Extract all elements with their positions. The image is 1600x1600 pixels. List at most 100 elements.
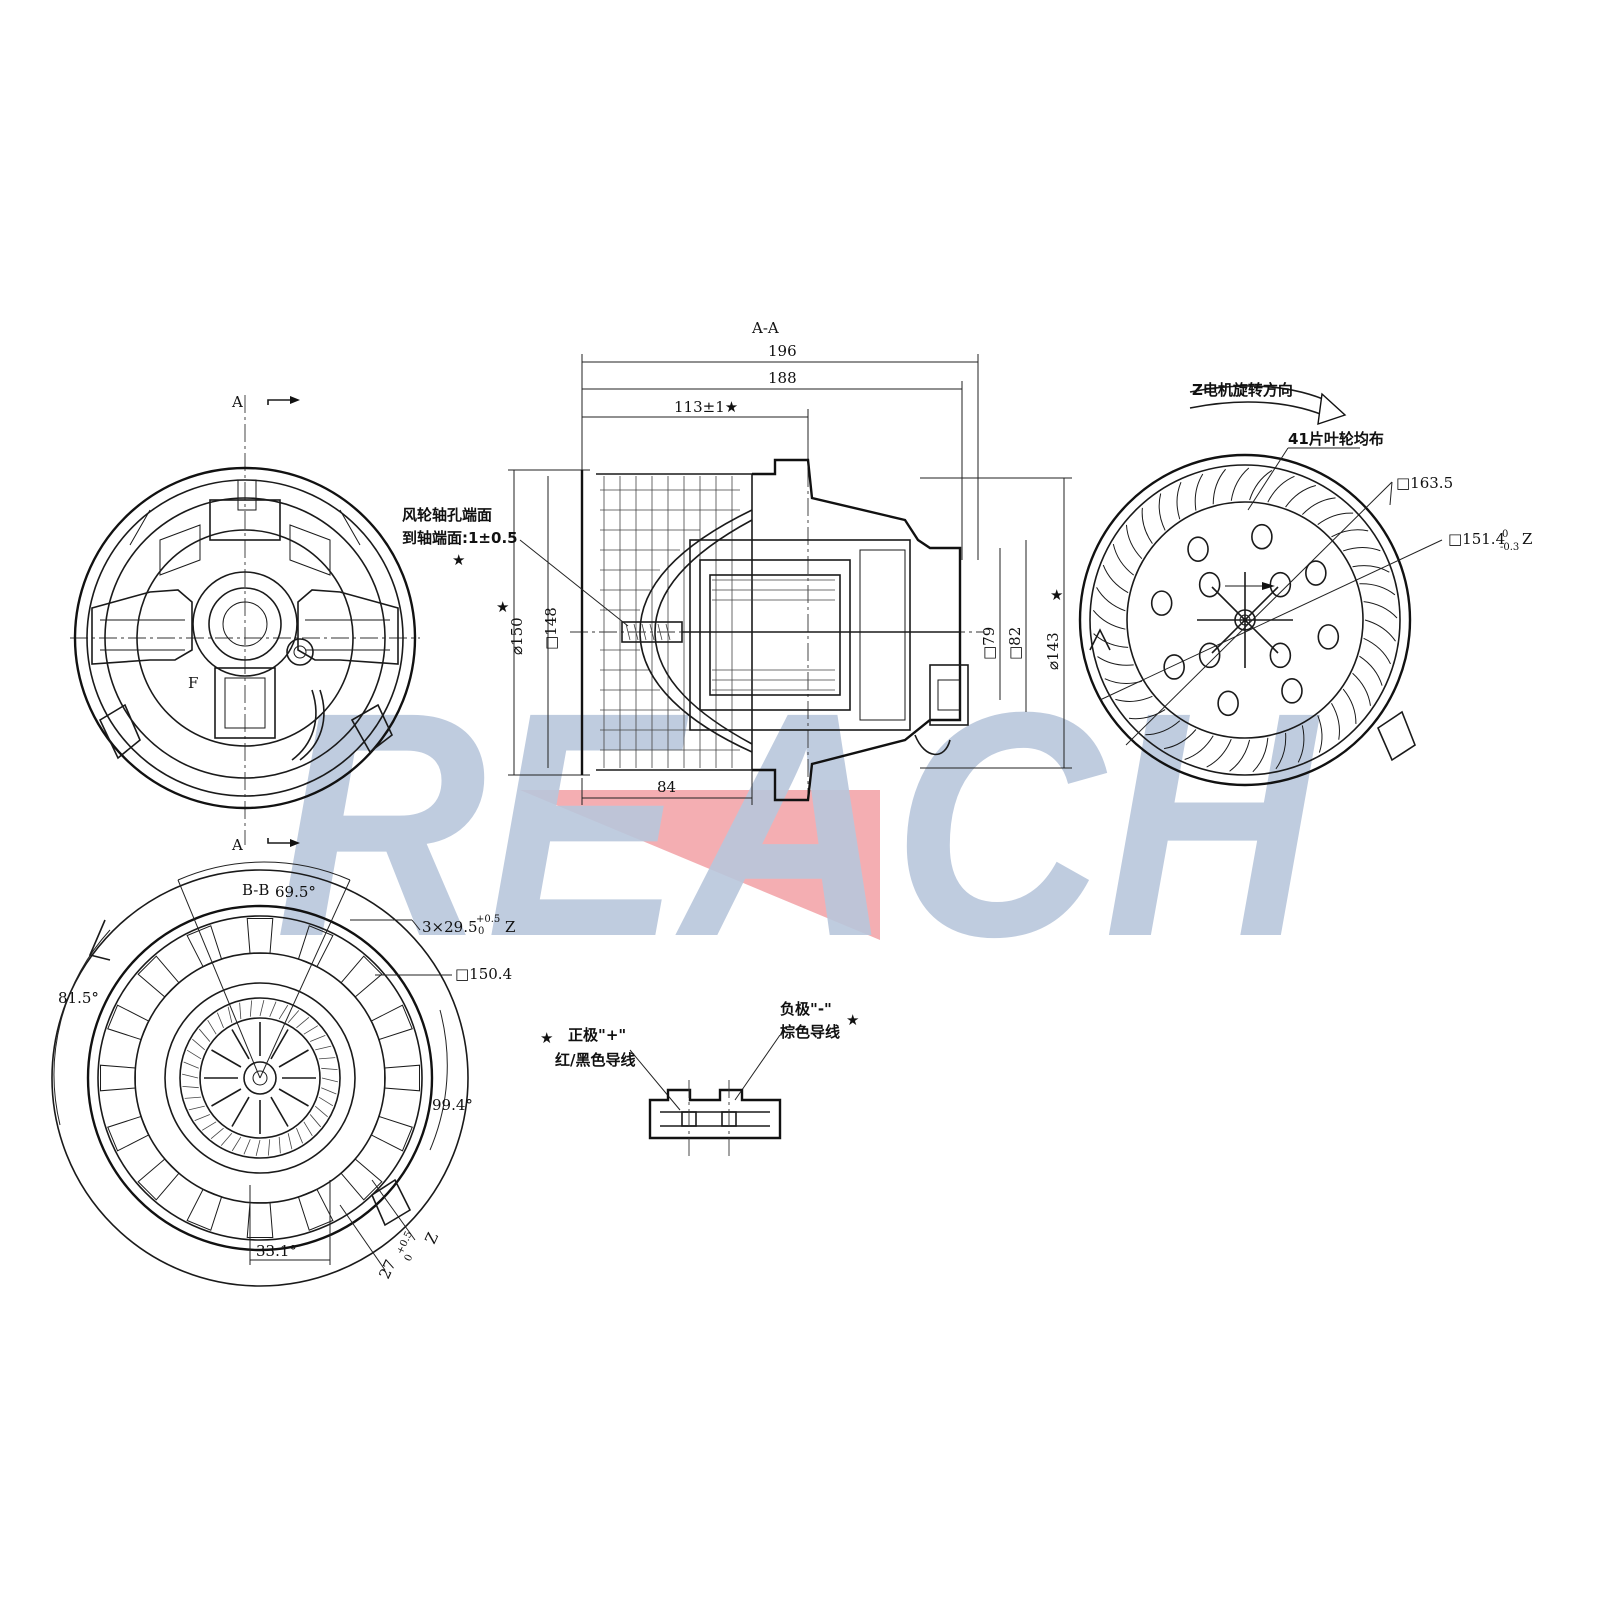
rivet-hole: [1251, 523, 1273, 550]
rivet-hole: [1198, 571, 1221, 598]
impeller-blade: [1128, 709, 1166, 720]
rivet-hole: [1317, 624, 1340, 650]
bb-rib: [297, 1188, 334, 1231]
winding-hatch: [210, 1127, 224, 1140]
core-slot: [231, 1029, 250, 1060]
winding-hatch: [192, 1038, 206, 1051]
label-f: F: [188, 674, 198, 692]
slot-1-tol-upper: +0.5: [476, 914, 500, 925]
dim-dia143: ⌀143: [1044, 632, 1062, 670]
dim-sq79: □79: [980, 627, 998, 660]
connector-detail: ★ 正极"+" 红/黑色导线 负极"-" 棕色导线 ★: [540, 1000, 859, 1160]
winding-hatch: [220, 1132, 233, 1146]
winding-hatch: [243, 1139, 251, 1155]
sq-151-tol-upper: 0: [1502, 529, 1508, 540]
pos-line2: 红/黑色导线: [555, 1051, 635, 1069]
bb-rib: [370, 1115, 413, 1152]
dim-196: 196: [768, 342, 797, 360]
bb-rib: [340, 1158, 383, 1201]
rivet-hole: [1150, 590, 1173, 616]
core-slot: [211, 1049, 242, 1068]
impeller-blade: [1275, 732, 1287, 770]
section-bb-title: B-B: [242, 881, 269, 899]
impeller-blade: [1363, 601, 1398, 619]
angle-33: 33.1°: [256, 1242, 297, 1260]
winding-hatch: [267, 1139, 271, 1156]
winding-hatch: [303, 1025, 319, 1035]
winding-hatch: [318, 1057, 336, 1060]
impeller-blade: [1176, 481, 1182, 520]
star-neg: ★: [846, 1011, 859, 1029]
winding-hatch: [321, 1087, 337, 1095]
bb-rib: [246, 918, 274, 954]
core-slot: [270, 1096, 289, 1127]
impeller-blade: [1115, 695, 1153, 702]
winding-hatch: [182, 1085, 199, 1089]
impeller-blade: [1229, 739, 1251, 772]
impeller-blade: [1158, 493, 1166, 531]
winding-hatch: [259, 1000, 265, 1017]
winding-hatch: [278, 1004, 289, 1020]
winding-hatch: [296, 1128, 304, 1144]
winding-hatch: [287, 1010, 300, 1024]
impeller-blade: [1230, 467, 1250, 501]
dim-113: 113±1★: [674, 398, 738, 416]
winding-hatch: [309, 1114, 322, 1128]
star-pos: ★: [540, 1029, 553, 1047]
winding-hatch: [201, 1121, 217, 1131]
winding-hatch: [278, 1136, 281, 1154]
winding-hatch: [310, 1034, 326, 1042]
winding-hatch: [239, 1002, 242, 1020]
angle-99: 99.4°: [432, 1096, 473, 1114]
winding-hatch: [315, 1045, 332, 1051]
winding-hatch: [188, 1105, 205, 1111]
impeller-blade: [1249, 469, 1273, 501]
impeller-blade: [1352, 672, 1371, 706]
winding-hatch: [184, 1096, 202, 1099]
bb-rib: [137, 955, 180, 998]
impeller-blade: [1267, 475, 1295, 503]
impeller-blade: [1317, 715, 1323, 753]
bb-rib: [384, 1064, 420, 1092]
connector-outline: [648, 1088, 782, 1140]
rotation-note: Z电机旋转方向: [1192, 381, 1293, 399]
slot-2-z: Z: [421, 1230, 442, 1247]
impeller-blade: [1285, 485, 1316, 508]
winding-hatch: [296, 1016, 310, 1029]
winding-hatch: [227, 1006, 233, 1023]
rivet-hole: [1217, 690, 1239, 717]
winding-hatch: [194, 1114, 210, 1122]
shaft-note-line1: 风轮轴孔端面: [402, 506, 492, 524]
impeller-blade: [1102, 564, 1129, 594]
impeller-blade: [1359, 583, 1396, 596]
impeller-blade-ring: [1092, 467, 1398, 773]
slot-2-tol-lower: 0: [403, 1253, 416, 1263]
watermark: REACH: [275, 645, 1323, 1003]
winding-hatch: [269, 1001, 277, 1017]
rivet-hole: [1269, 642, 1292, 669]
winding-hatch: [303, 1121, 313, 1137]
bb-rib: [297, 925, 334, 968]
winding-hatch: [321, 1067, 338, 1071]
impeller-blade: [1352, 565, 1390, 573]
neg-line2: 棕色导线: [780, 1023, 840, 1041]
section-aa-title: A-A: [751, 319, 779, 337]
section-aa-view: A-A 196 188 113±1★ 84 ⌀150 □148 ★ □79 □8…: [402, 319, 1072, 805]
impeller-blade: [1145, 720, 1181, 736]
impeller-blade: [1141, 507, 1153, 544]
impeller-blade: [1363, 637, 1391, 665]
core-slot: [278, 1049, 309, 1068]
impeller-blade: [1112, 543, 1135, 576]
impeller-blade: [1093, 633, 1129, 648]
rivet-hole: [1305, 560, 1327, 586]
section-mark-top: A: [231, 393, 243, 411]
winding-hatch: [249, 1000, 253, 1017]
dim-84: 84: [657, 778, 676, 796]
impeller-blade: [1342, 688, 1357, 724]
sq-151-z: Z: [1522, 530, 1532, 548]
winding-hatch: [216, 1012, 224, 1028]
winding-hatch: [318, 1096, 334, 1107]
rivet-hole: [1198, 642, 1221, 669]
impeller-blade: [1359, 655, 1383, 686]
